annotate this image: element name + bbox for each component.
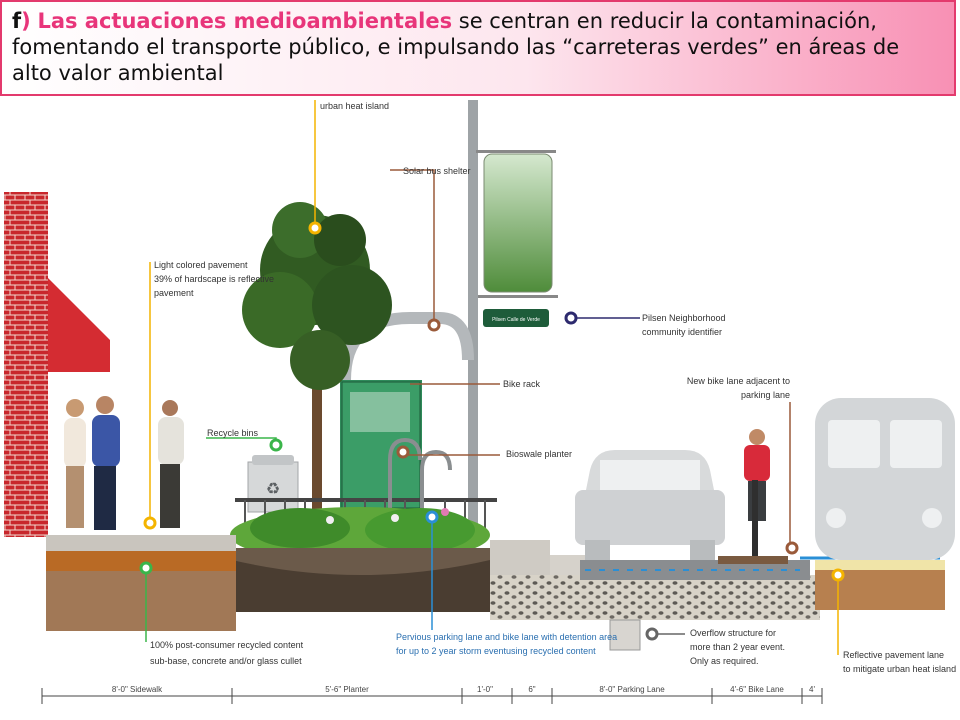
solar-bus-shelter bbox=[339, 312, 474, 510]
dim-planter: 5'-6" Planter bbox=[325, 685, 369, 694]
label-bioswale: Bioswale planter bbox=[506, 449, 572, 459]
community-sign-text: Pilsen Calle de Verde bbox=[492, 317, 540, 323]
bus-silhouette bbox=[815, 398, 955, 560]
brick-building bbox=[4, 192, 110, 537]
callout-overflow bbox=[645, 627, 659, 641]
title-banner: f) Las actuaciones medioambientales se c… bbox=[0, 0, 956, 96]
label-new-bike-lane-2: parking lane bbox=[741, 390, 790, 400]
label-light-pavement-2: 39% of hardscape is reflective bbox=[154, 274, 274, 284]
light-pole: Pilsen Calle de Verde bbox=[468, 100, 558, 540]
banner-letter: f bbox=[12, 9, 22, 33]
callout-recycled-content bbox=[139, 561, 153, 575]
dim-4ft: 4' bbox=[809, 685, 815, 694]
dimension-line: 8'-0" Sidewalk 5'-6" Planter 1'-0" 6" 8'… bbox=[41, 685, 823, 704]
label-recycle-bins: Recycle bins bbox=[207, 428, 259, 438]
bioswale-planter bbox=[230, 507, 490, 612]
callout-light-pavement bbox=[143, 516, 157, 530]
banner-text: f) Las actuaciones medioambientales se c… bbox=[12, 8, 944, 86]
label-light-pavement-1: Light colored pavement bbox=[154, 260, 248, 270]
dim-1ft: 1'-0" bbox=[477, 685, 493, 694]
label-pervious-2: for up to 2 year storm eventusing recycl… bbox=[396, 646, 596, 656]
label-overflow-2: more than 2 year event. bbox=[690, 642, 785, 652]
label-pilsen-2: community identifier bbox=[642, 327, 722, 337]
recycle-icon: ♻ bbox=[266, 481, 280, 498]
cyclist bbox=[718, 429, 788, 564]
dim-bike: 4'-6" Bike Lane bbox=[730, 685, 784, 694]
label-solar-bus-shelter: Solar bus shelter bbox=[403, 166, 471, 176]
label-reflective-2: to mitigate urban heat island bbox=[843, 664, 956, 674]
banner-paren: ) bbox=[21, 9, 31, 33]
label-overflow-3: Only as required. bbox=[690, 656, 759, 666]
label-reflective-1: Reflective pavement lane bbox=[843, 650, 944, 660]
banner-rest: se centran en reducir la contaminación, … bbox=[12, 9, 900, 85]
callout-pilsen bbox=[564, 311, 578, 325]
callout-heat-island bbox=[308, 221, 322, 235]
label-new-bike-lane-1: New bike lane adjacent to bbox=[687, 376, 790, 386]
label-urban-heat-island: urban heat island bbox=[320, 101, 389, 111]
callout-solar-shelter bbox=[427, 318, 441, 332]
callout-bioswale bbox=[396, 445, 410, 459]
callout-recycle-bins bbox=[269, 438, 283, 452]
car-silhouette bbox=[575, 450, 725, 560]
callout-reflective bbox=[831, 568, 845, 582]
callout-new-bike-lane bbox=[785, 541, 799, 555]
dim-6in: 6" bbox=[528, 685, 535, 694]
pedestrians bbox=[64, 396, 184, 530]
recycle-bin: ♻ bbox=[247, 455, 299, 513]
label-recycled-2: sub-base, concrete and/or glass cullet bbox=[150, 656, 302, 666]
label-bike-rack: Bike rack bbox=[503, 379, 541, 389]
ground-layers bbox=[46, 535, 945, 651]
label-pilsen-1: Pilsen Neighborhood bbox=[642, 313, 726, 323]
label-recycled-1: 100% post-consumer recycled content bbox=[150, 640, 304, 650]
callout-pervious bbox=[425, 510, 439, 524]
banner-lead: Las actuaciones medioambientales bbox=[37, 9, 453, 33]
dim-parking: 8'-0" Parking Lane bbox=[599, 685, 665, 694]
street-tree bbox=[242, 202, 392, 510]
label-light-pavement-3: pavement bbox=[154, 288, 194, 298]
label-pervious-1: Pervious parking lane and bike lane with… bbox=[396, 632, 617, 642]
label-overflow-1: Overflow structure for bbox=[690, 628, 776, 638]
callouts: urban heat island Solar bus shelter Ligh… bbox=[139, 100, 956, 674]
dim-sidewalk: 8'-0" Sidewalk bbox=[112, 685, 163, 694]
